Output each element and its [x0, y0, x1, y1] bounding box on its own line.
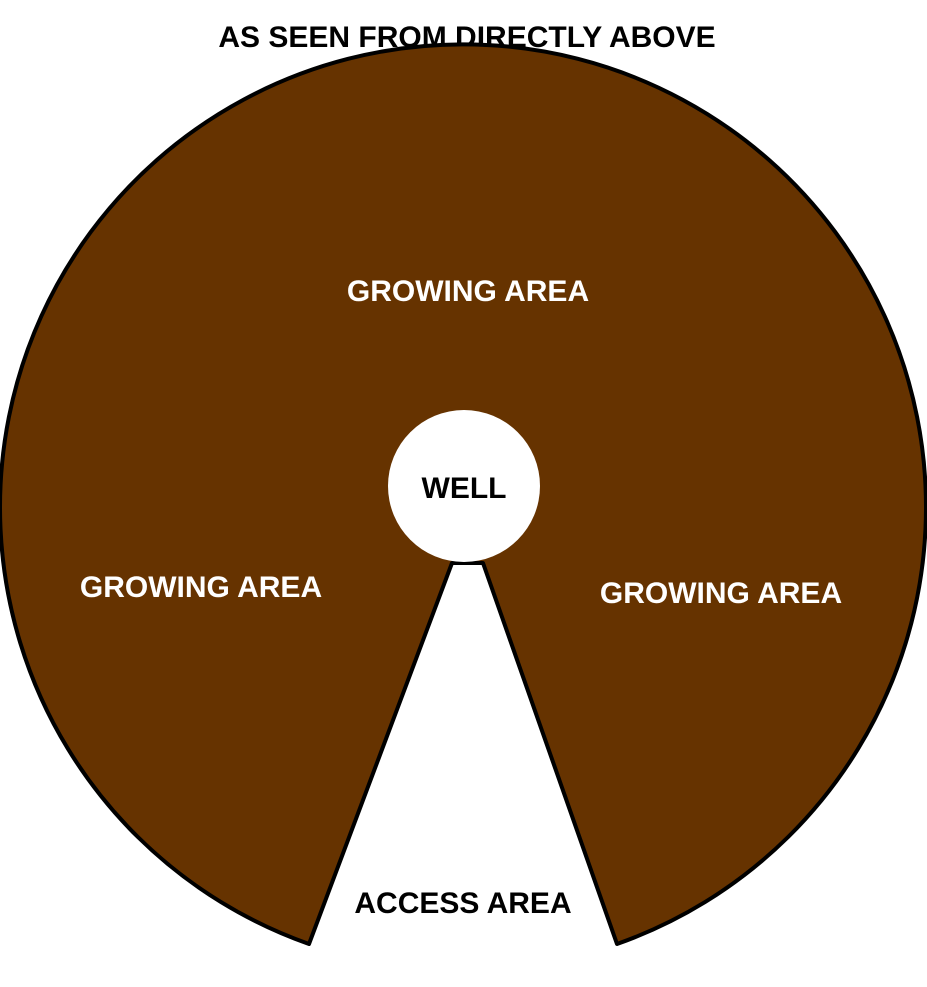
growing-area-label-right: GROWING AREA [600, 577, 842, 610]
growing-area-label-left: GROWING AREA [80, 571, 322, 604]
well-circle [388, 410, 540, 562]
growing-area-label-top: GROWING AREA [347, 275, 589, 308]
well-label: WELL [422, 472, 507, 505]
access-area-label: ACCESS AREA [354, 887, 571, 920]
